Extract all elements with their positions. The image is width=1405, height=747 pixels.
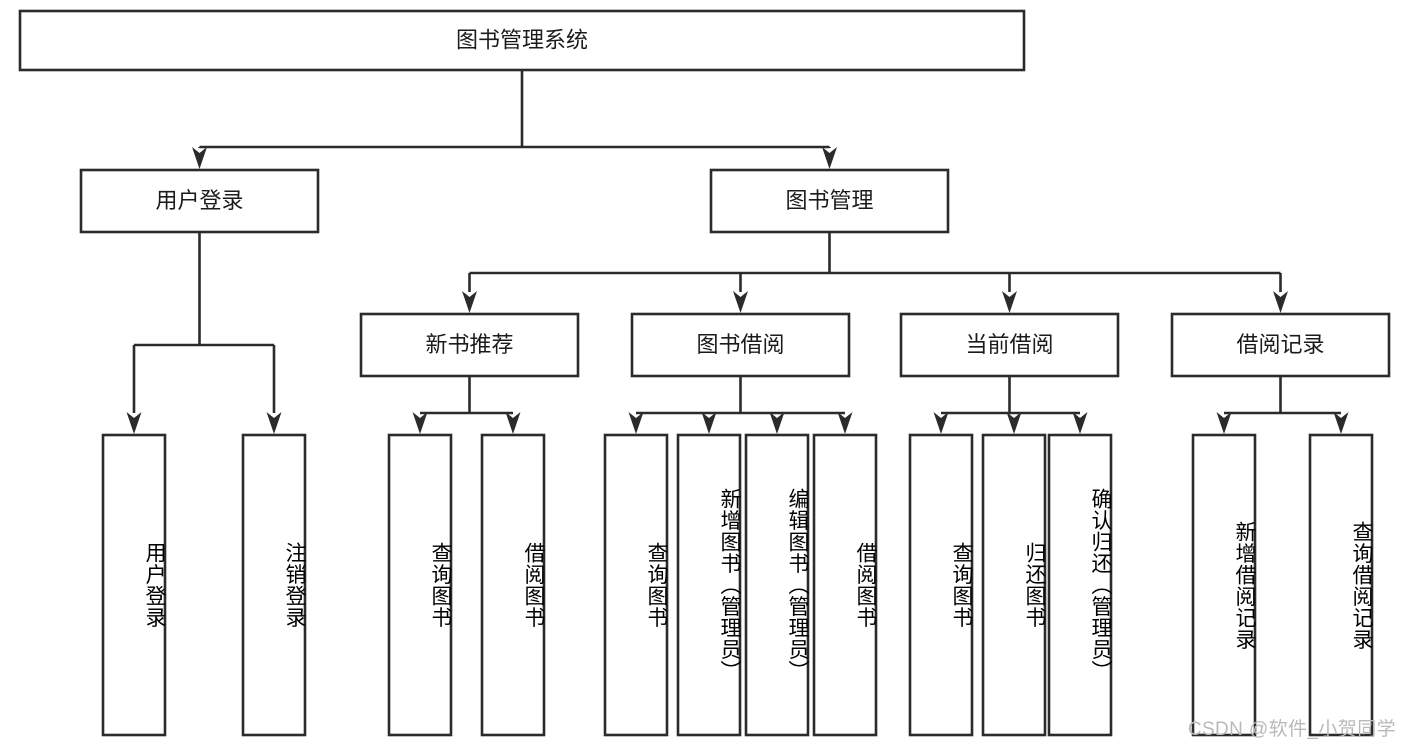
leaf-node-box-4[interactable] (603, 433, 669, 737)
arrow-head-icon (822, 147, 837, 169)
arrow-head-icon (1006, 412, 1022, 434)
level2-node-label-1: 图书管理 (785, 188, 873, 213)
leaf-node-box-10[interactable] (1047, 433, 1113, 737)
arrow-head-icon (266, 412, 282, 434)
arrow-head-icon (1333, 412, 1349, 434)
leaf-node-box-0[interactable] (101, 433, 167, 737)
arrow-head-icon (1002, 291, 1017, 313)
arrow-head-icon (192, 147, 207, 169)
root-node-label: 图书管理系统 (456, 27, 588, 52)
arrow-head-icon (505, 412, 521, 434)
arrow-head-icon (462, 291, 477, 313)
level3-node-label-3: 借阅记录 (1236, 332, 1324, 357)
level3-node-box-0[interactable] (359, 312, 580, 378)
arrow-head-icon (412, 412, 428, 434)
level3-node-label-0: 新书推荐 (425, 332, 513, 357)
root-node-box[interactable] (18, 9, 1026, 72)
arrow-head-icon (837, 412, 853, 434)
arrow-head-icon (1216, 412, 1232, 434)
level3-node-box-1[interactable] (630, 312, 851, 378)
arrow-head-icon (1273, 291, 1288, 313)
level2-node-label-0: 用户登录 (155, 188, 243, 213)
leaf-node-box-9[interactable] (981, 433, 1047, 737)
node-boxes (18, 9, 1391, 737)
level2-node-box-1[interactable] (709, 168, 950, 234)
arrow-head-icon (126, 412, 142, 434)
level3-node-label-2: 当前借阅 (965, 332, 1053, 357)
level3-node-box-3[interactable] (1170, 312, 1391, 378)
leaf-node-box-3[interactable] (480, 433, 546, 737)
level3-node-box-2[interactable] (899, 312, 1120, 378)
watermark-text: CSDN @软件_小贺同学 (1187, 719, 1396, 740)
leaf-node-box-1[interactable] (241, 433, 307, 737)
arrow-head-icon (769, 412, 785, 434)
arrow-head-icon (701, 412, 717, 434)
leaf-node-box-7[interactable] (812, 433, 878, 737)
arrow-head-icon (733, 291, 748, 313)
arrow-head-icon (628, 412, 644, 434)
connector-lines (126, 70, 1349, 434)
level3-node-label-1: 图书借阅 (696, 332, 784, 357)
leaf-node-box-8[interactable] (908, 433, 974, 737)
level2-node-box-0[interactable] (79, 168, 320, 234)
leaf-node-box-2[interactable] (387, 433, 453, 737)
leaf-node-box-5[interactable] (676, 433, 742, 737)
leaf-node-box-12[interactable] (1308, 433, 1374, 737)
arrow-head-icon (933, 412, 949, 434)
arrow-head-icon (1072, 412, 1088, 434)
leaf-node-box-11[interactable] (1191, 433, 1257, 737)
leaf-node-box-6[interactable] (744, 433, 810, 737)
